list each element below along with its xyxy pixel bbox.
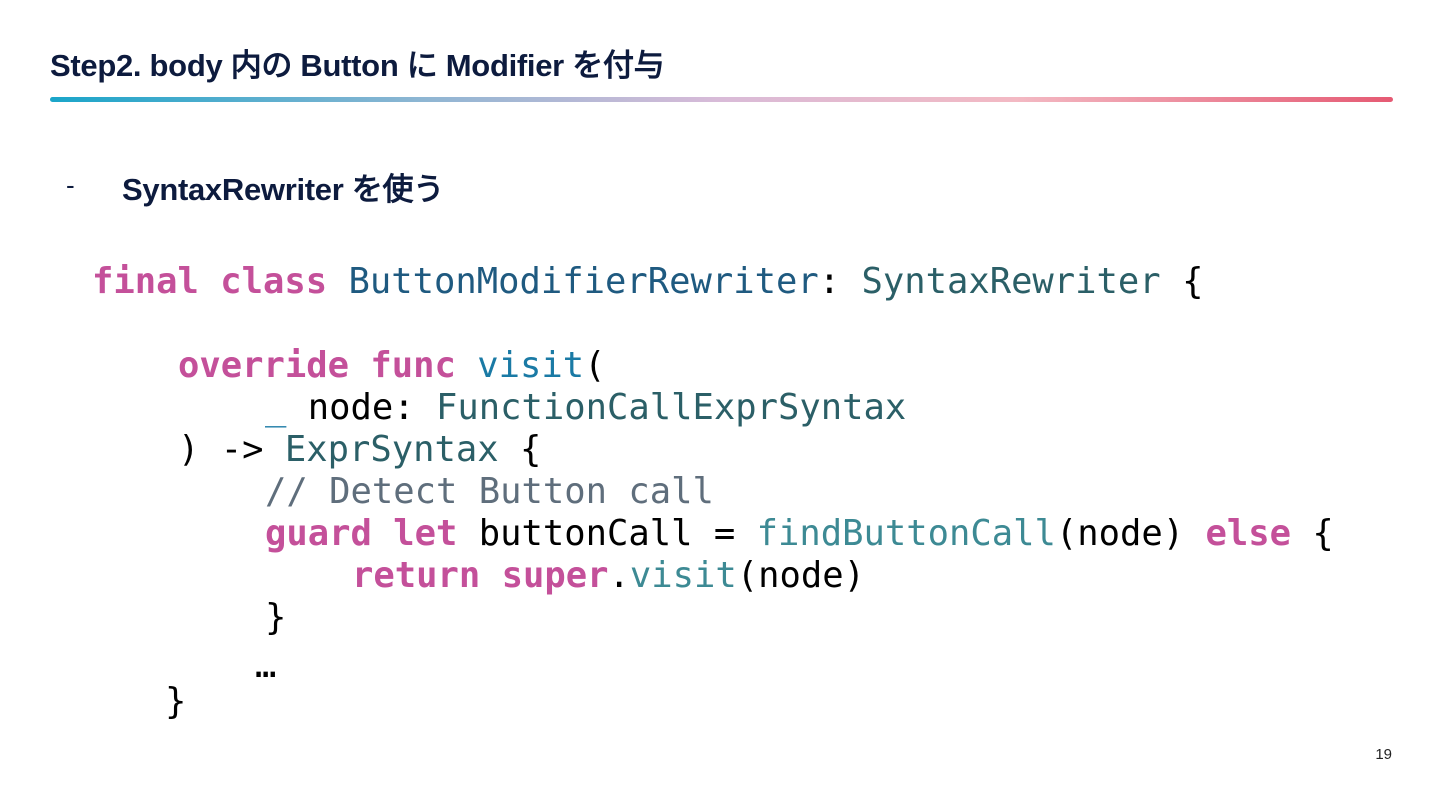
page-number: 19 — [1375, 746, 1392, 763]
code-line-class-declaration: final class ButtonModifierRewriter: Synt… — [92, 262, 1203, 302]
title-gradient-rule — [50, 97, 1393, 102]
bullet-marker: - — [66, 170, 75, 200]
close-brace: } — [265, 597, 287, 638]
code-line-close-method: } — [165, 682, 186, 722]
colon: : — [818, 261, 841, 302]
slide-title: Step2. body 内の Button に Modifier を付与 — [50, 48, 665, 83]
keyword-else: else — [1205, 513, 1291, 554]
code-line-ellipsis: … — [255, 646, 276, 686]
call-arguments: (node) — [1055, 513, 1185, 554]
parameter-name: node: — [307, 387, 415, 428]
superclass-name: SyntaxRewriter — [861, 261, 1161, 302]
keyword-func: func — [370, 345, 456, 386]
class-name: ButtonModifierRewriter — [348, 261, 819, 302]
code-line-close-guard: } — [265, 598, 286, 638]
variable-assignment: buttonCall = — [478, 513, 736, 554]
method-name: visit — [477, 345, 585, 386]
keyword-guard: guard — [265, 513, 372, 554]
code-line-comment: // Detect Button call — [265, 472, 714, 512]
open-brace: { — [1182, 261, 1204, 302]
keyword-return: return — [352, 555, 481, 596]
return-type: ExprSyntax — [284, 429, 499, 470]
bullet-text: SyntaxRewriter を使う — [122, 172, 444, 207]
keyword-final: final — [92, 261, 199, 302]
function-call: findButtonCall — [756, 513, 1056, 554]
code-line-parameter: _ node: FunctionCallExprSyntax — [265, 388, 906, 428]
method-call: visit — [629, 555, 737, 596]
code-line-return-type: ) -> ExprSyntax { — [178, 430, 541, 470]
code-line-return: return super.visit(node) — [352, 556, 865, 596]
comment: // Detect Button call — [265, 471, 714, 512]
open-brace: { — [519, 429, 542, 470]
open-paren: ( — [584, 345, 606, 386]
ellipsis: … — [255, 645, 277, 686]
keyword-let: let — [393, 513, 458, 554]
underscore-label: _ — [265, 387, 287, 428]
code-line-guard: guard let buttonCall = findButtonCall(no… — [265, 514, 1334, 554]
close-paren-arrow: ) -> — [178, 429, 264, 470]
keyword-super: super — [501, 555, 609, 596]
open-brace: { — [1312, 513, 1334, 554]
close-brace: } — [165, 681, 187, 722]
call-arguments: (node) — [736, 555, 865, 596]
keyword-override: override — [178, 345, 349, 386]
dot: . — [608, 555, 630, 596]
keyword-class: class — [220, 261, 328, 302]
parameter-type: FunctionCallExprSyntax — [436, 387, 907, 428]
code-line-method-signature: override func visit( — [178, 346, 605, 386]
